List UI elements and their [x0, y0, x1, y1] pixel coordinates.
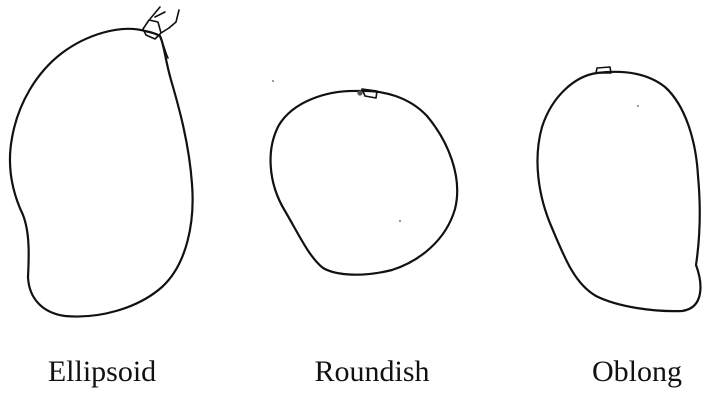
- roundish-stem-base: [357, 90, 362, 95]
- ellipsoid-label: Ellipsoid: [48, 357, 156, 387]
- scan-speck: [399, 220, 401, 222]
- ellipsoid-fruit-outline: [10, 29, 193, 317]
- oblong-label: Oblong: [592, 357, 682, 387]
- scan-speck: [637, 105, 639, 107]
- roundish-fruit: [271, 89, 458, 275]
- oblong-fruit-outline: [537, 72, 700, 311]
- ellipsoid-fruit: [10, 7, 193, 317]
- roundish-label: Roundish: [314, 357, 429, 387]
- scan-speck: [272, 80, 274, 82]
- roundish-fruit-outline: [271, 91, 458, 275]
- oblong-fruit: [537, 67, 700, 311]
- ellipsoid-stem: [143, 7, 179, 39]
